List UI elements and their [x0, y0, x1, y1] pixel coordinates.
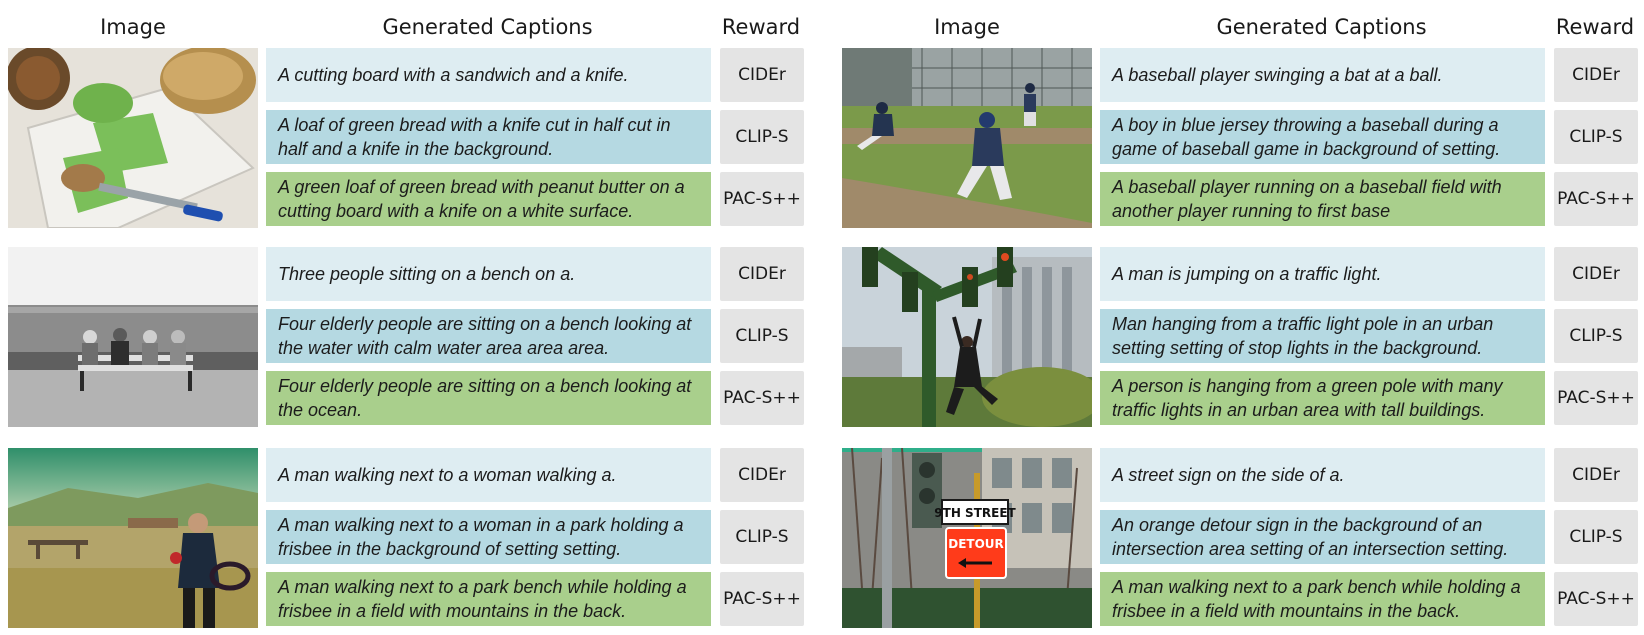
caption-cider: A man walking next to a woman walking a.: [266, 448, 711, 502]
captions-column-header: Generated Captions: [1216, 15, 1427, 39]
caption-clip-s: A loaf of green bread with a knife cut i…: [266, 110, 711, 164]
reward-column-header: Reward: [1555, 15, 1635, 39]
caption-pac-s: A man walking next to a park bench while…: [266, 572, 711, 626]
man-frisbee-park-image: [8, 448, 258, 628]
reward-label-clip-s: CLIP-S: [720, 510, 804, 564]
caption-pac-s: A person is hanging from a green pole wi…: [1100, 371, 1545, 425]
detour-sign-text: DETOUR: [948, 537, 1004, 551]
caption-cider: Three people sitting on a bench on a.: [266, 247, 711, 301]
example-row: A man is jumping on a traffic light. CID…: [834, 247, 1644, 427]
reward-label-clip-s: CLIP-S: [1554, 110, 1638, 164]
reward-label-pac-s: PAC-S++: [1554, 371, 1638, 425]
example-row: Three people sitting on a bench on a. CI…: [0, 247, 810, 427]
caption-pac-s: A baseball player running on a baseball …: [1100, 172, 1545, 226]
cutting-board-bread-image: [8, 48, 258, 228]
reward-label-cider: CIDEr: [1554, 247, 1638, 301]
reward-label-cider: CIDEr: [1554, 48, 1638, 102]
reward-label-pac-s: PAC-S++: [720, 172, 804, 226]
caption-clip-s: Four elderly people are sitting on a ben…: [266, 309, 711, 363]
caption-pac-s: Four elderly people are sitting on a ben…: [266, 371, 711, 425]
captions-column-header: Generated Captions: [382, 15, 593, 39]
reward-label-cider: CIDEr: [720, 247, 804, 301]
image-column-header: Image: [100, 15, 166, 39]
caption-clip-s: A man walking next to a woman in a park …: [266, 510, 711, 564]
reward-column-header: Reward: [721, 15, 801, 39]
caption-pac-s: A man walking next to a park bench while…: [1100, 572, 1545, 626]
reward-label-pac-s: PAC-S++: [720, 371, 804, 425]
baseball-field-image: [842, 48, 1092, 228]
reward-label-clip-s: CLIP-S: [720, 309, 804, 363]
right-panel: Image Generated Captions Reward: [834, 0, 1644, 635]
detour-sign-image: 9TH STREET DETOUR: [842, 448, 1092, 628]
caption-pac-s: A green loaf of green bread with peanut …: [266, 172, 711, 226]
example-row: 9TH STREET DETOUR A street sign on the s…: [834, 448, 1644, 628]
caption-cider: A man is jumping on a traffic light.: [1100, 247, 1545, 301]
example-row: A cutting board with a sandwich and a kn…: [0, 48, 810, 228]
street-sign-text: 9TH STREET: [934, 506, 1016, 520]
caption-cider: A street sign on the side of a.: [1100, 448, 1545, 502]
reward-label-cider: CIDEr: [720, 448, 804, 502]
traffic-light-pole-image: [842, 247, 1092, 427]
caption-clip-s: A boy in blue jersey throwing a baseball…: [1100, 110, 1545, 164]
reward-label-pac-s: PAC-S++: [1554, 572, 1638, 626]
reward-label-pac-s: PAC-S++: [720, 572, 804, 626]
example-row: A baseball player swinging a bat at a ba…: [834, 48, 1644, 228]
left-panel: Image Generated Captions Reward A cuttin…: [0, 0, 810, 635]
caption-cider: A baseball player swinging a bat at a ba…: [1100, 48, 1545, 102]
reward-label-clip-s: CLIP-S: [1554, 309, 1638, 363]
reward-label-clip-s: CLIP-S: [720, 110, 804, 164]
reward-label-clip-s: CLIP-S: [1554, 510, 1638, 564]
caption-clip-s: Man hanging from a traffic light pole in…: [1100, 309, 1545, 363]
image-column-header: Image: [934, 15, 1000, 39]
caption-cider: A cutting board with a sandwich and a kn…: [266, 48, 711, 102]
elderly-bench-ocean-image: [8, 247, 258, 427]
reward-label-pac-s: PAC-S++: [1554, 172, 1638, 226]
reward-label-cider: CIDEr: [720, 48, 804, 102]
caption-clip-s: An orange detour sign in the background …: [1100, 510, 1545, 564]
example-row: A man walking next to a woman walking a.…: [0, 448, 810, 628]
reward-label-cider: CIDEr: [1554, 448, 1638, 502]
